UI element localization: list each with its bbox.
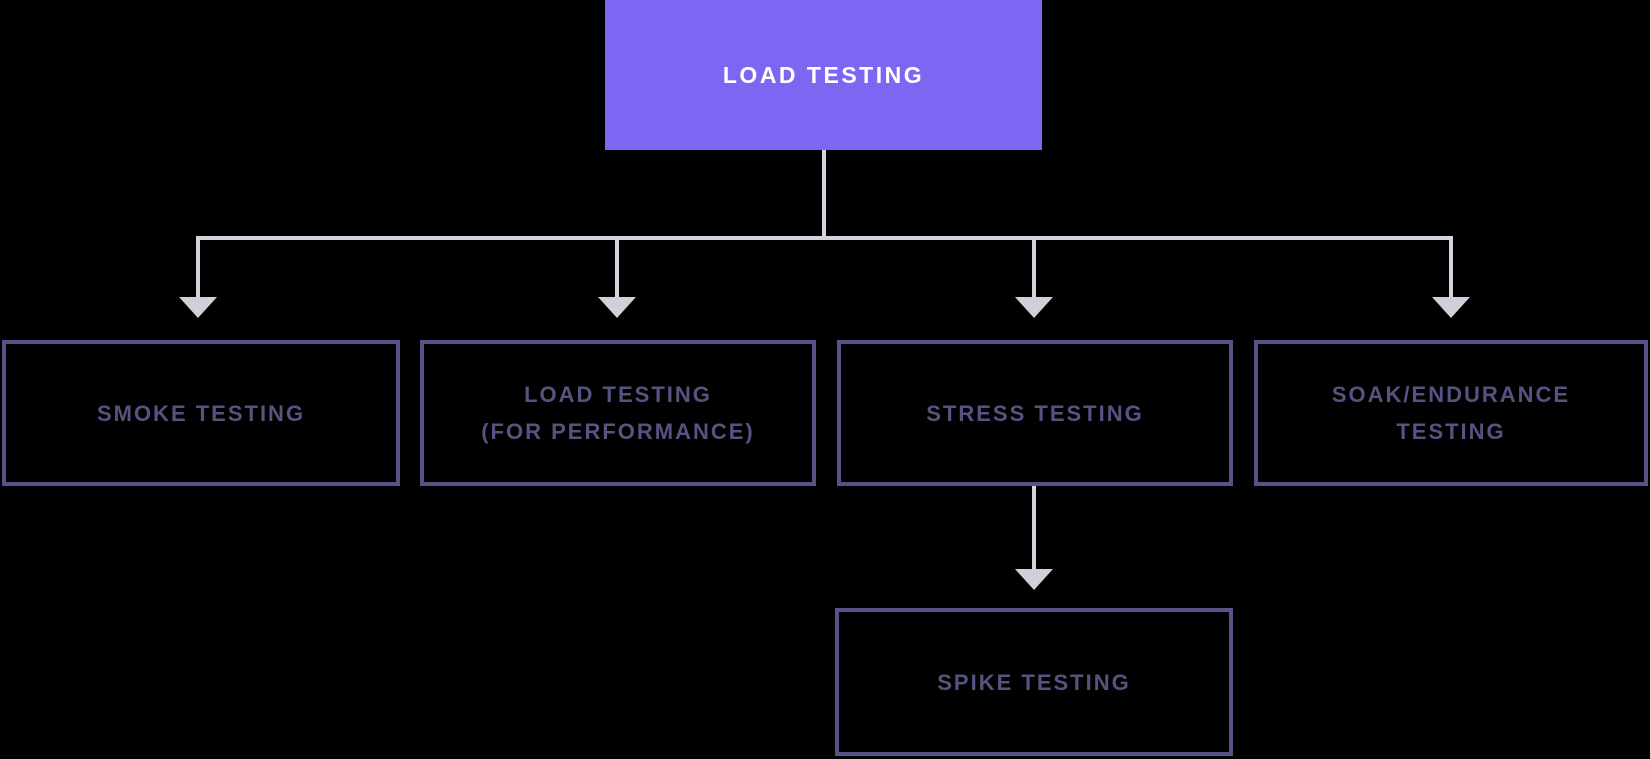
connector-drop-soak (1449, 236, 1453, 298)
node-soak-endurance-testing: SOAK/ENDURANCE TESTING (1254, 340, 1648, 486)
arrow-down-icon-load-performance (598, 297, 636, 318)
arrow-down-icon-spike (1015, 569, 1053, 590)
node-spike-testing: SPIKE TESTING (835, 608, 1233, 756)
node-stress-testing-label: STRESS TESTING (926, 400, 1144, 426)
node-load-testing-for-performance: LOAD TESTING (FOR PERFORMANCE) (420, 340, 816, 486)
node-load-testing-root: LOAD TESTING (605, 0, 1042, 150)
node-spike-testing-label: SPIKE TESTING (937, 669, 1131, 695)
node-load-testing-for-performance-label: LOAD TESTING (FOR PERFORMANCE) (481, 382, 755, 444)
node-load-testing-root-label: LOAD TESTING (722, 61, 925, 88)
connector-drop-smoke (196, 236, 200, 298)
connector-stress-to-spike (1032, 486, 1036, 570)
node-smoke-testing: SMOKE TESTING (2, 340, 400, 486)
connector-root-vertical (822, 150, 826, 237)
connector-drop-stress (1032, 236, 1036, 298)
arrow-down-icon-stress (1015, 297, 1053, 318)
connector-horizontal-bus (196, 236, 1453, 240)
connector-drop-load-performance (615, 236, 619, 298)
node-stress-testing: STRESS TESTING (837, 340, 1233, 486)
node-soak-endurance-testing-label: SOAK/ENDURANCE TESTING (1331, 382, 1571, 444)
node-smoke-testing-label: SMOKE TESTING (96, 400, 306, 426)
arrow-down-icon-smoke (179, 297, 217, 318)
arrow-down-icon-soak (1432, 297, 1470, 318)
